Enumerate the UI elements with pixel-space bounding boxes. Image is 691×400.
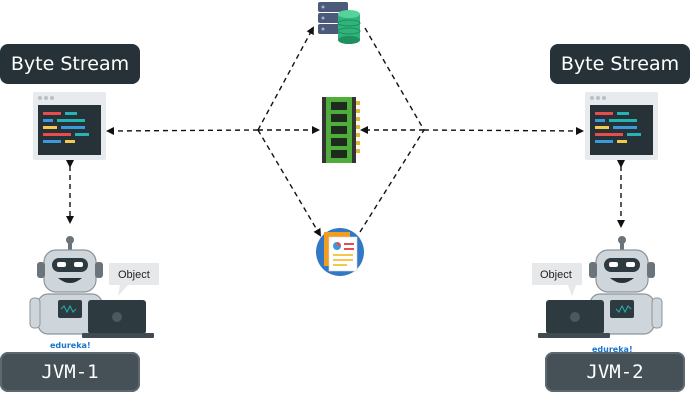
arrow-from-file <box>359 129 425 233</box>
arrows <box>66 26 625 237</box>
object-speech-bubble: Object <box>532 263 582 296</box>
database-icon <box>318 2 361 44</box>
arrow-left-to-database <box>257 26 314 131</box>
left-byte-stream-label: Byte Stream <box>0 44 140 84</box>
memory-chip-icon <box>322 97 360 163</box>
jvm-1-label: JVM-1 <box>0 352 140 392</box>
arrow-to-right-stream <box>423 126 584 135</box>
arrow-left-to-file <box>257 129 322 237</box>
brand-watermark: edureka! <box>50 341 91 350</box>
robot-icon <box>538 236 663 338</box>
arrow-to-left-stream <box>106 126 259 135</box>
file-document-icon <box>316 228 364 276</box>
object-label: Object <box>540 269 572 281</box>
object-label: Object <box>118 269 150 281</box>
right-byte-stream-label: Byte Stream <box>550 44 690 84</box>
robot-icon <box>29 236 154 338</box>
laptop-icon <box>82 300 154 338</box>
code-window-icon <box>585 92 658 160</box>
code-window-icon <box>33 92 106 160</box>
brand-watermark: edureka! <box>592 345 633 354</box>
object-speech-bubble: Object <box>109 263 159 296</box>
laptop-icon <box>538 300 610 338</box>
arrow-from-database <box>364 27 425 131</box>
jvm-2-label: JVM-2 <box>545 352 685 392</box>
